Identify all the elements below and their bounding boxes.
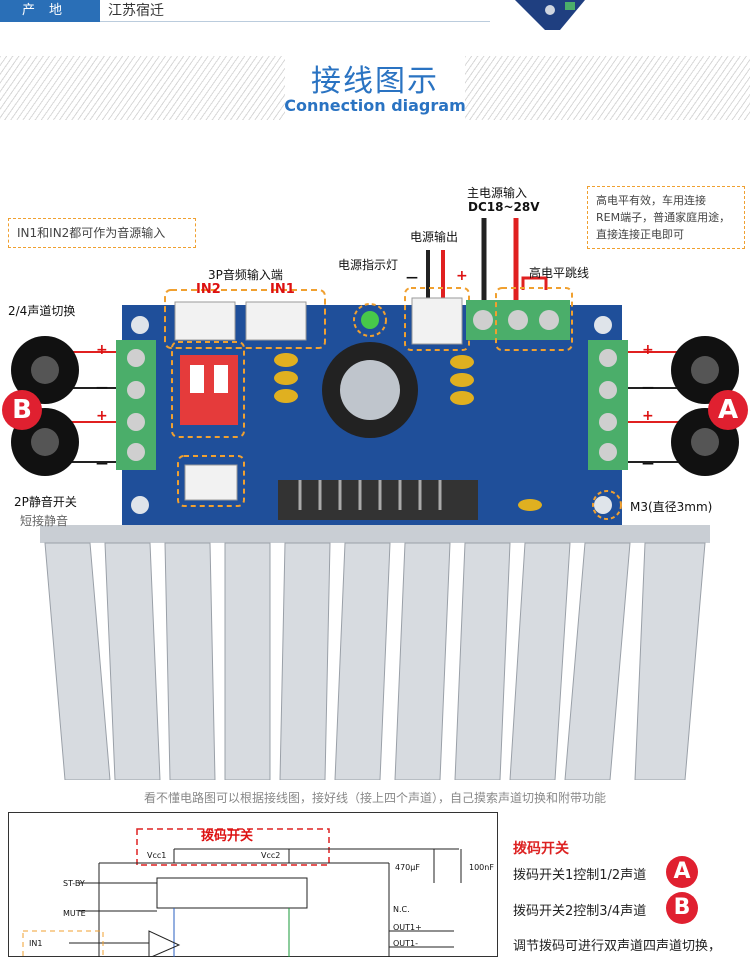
schematic-panel: 拨码开关 Vcc1 Vcc2 470μF 100nF ST-BY MUTE IN… — [8, 812, 498, 957]
schematic-out1m: OUT1- — [393, 939, 419, 948]
power-plus-label: + — [456, 268, 468, 284]
right-ch1-minus: — — [642, 380, 654, 394]
corner-board-image — [515, 0, 585, 30]
connection-diagram — [11, 218, 739, 780]
mute-short-label: 短接静音 — [20, 514, 69, 528]
schematic-dip-title: 拨码开关 — [201, 829, 254, 844]
in-note-box: IN1和IN2都可作为音源输入 — [8, 218, 196, 248]
audio-input-label: 3P音频输入端 — [208, 268, 283, 282]
left-ch1-minus: — — [96, 380, 108, 394]
side-line-3: 调节拨码可进行双声道四声道切换， — [513, 939, 722, 954]
power-minus-label: — — [406, 270, 418, 284]
rem-note-line-2: REM端子，普通家庭用途， — [596, 211, 731, 224]
diagram-caption: 看不懂电路图可以根据接线图，接好线（接上四个声道），自己摸索声道切换和附带功能 — [143, 791, 606, 805]
rem-jumper-label: 高电平跳线 — [529, 266, 590, 280]
schematic-cap2: 100nF — [469, 863, 494, 872]
left-ch1-plus: + — [96, 342, 108, 358]
right-ch2-minus: — — [642, 456, 654, 470]
hatch-left — [0, 56, 285, 120]
in2-label: IN2 — [196, 282, 221, 297]
speaker-right-top — [671, 336, 739, 404]
rem-note-box: 高电平有效，车用连接 REM端子，普通家庭用途， 直接连接正电即可 — [587, 186, 745, 249]
in1-label: IN1 — [270, 282, 295, 297]
main-power-label: 主电源输入 — [467, 186, 528, 200]
spec-row: 产地 江苏宿迁 — [0, 0, 750, 22]
rem-note-line-1: 高电平有效，车用连接 — [596, 194, 706, 207]
schematic-mute: MUTE — [63, 909, 86, 918]
schematic-drawing — [22, 828, 462, 957]
left-ch2-minus: — — [96, 456, 108, 470]
mute-switch-label: 2P静音开关 — [14, 495, 77, 509]
spec-divider — [100, 21, 490, 22]
badge-b-side: B — [666, 892, 698, 924]
schematic-cap1: 470μF — [395, 863, 420, 872]
speaker-left-top — [11, 336, 79, 404]
schematic-vcc1: Vcc1 — [147, 851, 167, 860]
schematic-vcc2: Vcc2 — [261, 851, 281, 860]
badge-b-diagram: B — [2, 390, 42, 430]
channel-switch-label: 2/4声道切换 — [8, 304, 76, 318]
power-led-label: 电源指示灯 — [338, 258, 399, 272]
hatch-right — [465, 56, 750, 120]
side-line-1: 拨码开关1控制1/2声道 — [513, 868, 647, 883]
schematic-stby: ST-BY — [63, 879, 85, 888]
schematic-nc: N.C. — [393, 905, 410, 914]
spec-value: 江苏宿迁 — [108, 3, 164, 19]
spec-key: 产地 — [0, 0, 100, 22]
m3-label: M3(直径3mm) — [630, 500, 713, 514]
power-output-label: 电源输出 — [410, 230, 459, 244]
left-ch2-plus: + — [96, 408, 108, 424]
section-title: 接线图示 — [311, 64, 439, 99]
badge-a-diagram: A — [708, 390, 748, 430]
schematic-out1p: OUT1+ — [393, 923, 422, 932]
schematic-in1: IN1 — [29, 939, 43, 948]
side-line-2: 拨码开关2控制3/4声道 — [513, 904, 647, 919]
right-ch1-plus: + — [642, 342, 654, 358]
rem-note-line-3: 直接连接正电即可 — [596, 228, 684, 241]
badge-a-side: A — [666, 856, 698, 888]
right-ch2-plus: + — [642, 408, 654, 424]
dc-range-label: DC18~28V — [468, 200, 540, 214]
section-subtitle: Connection diagram — [284, 96, 466, 115]
side-title: 拨码开关 — [513, 841, 569, 857]
